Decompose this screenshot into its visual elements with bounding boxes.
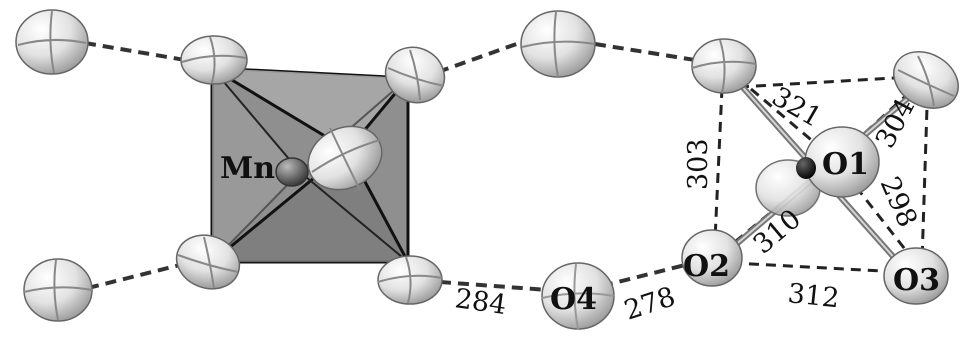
atom-ellipse-lines bbox=[521, 11, 596, 78]
atom-ellipse-lines bbox=[541, 263, 615, 330]
atom-ellipse-lines bbox=[897, 55, 955, 107]
hydrogen-bond bbox=[601, 263, 686, 288]
atom-label-o2: O2 bbox=[683, 249, 730, 284]
oxygen-atom bbox=[175, 234, 241, 290]
hydrogen-bond bbox=[87, 263, 181, 290]
atom-label-o1: O1 bbox=[822, 147, 869, 182]
hydrogen-bond bbox=[84, 41, 186, 62]
distance-label-278: 278 bbox=[621, 281, 680, 326]
hydrogen-bond bbox=[594, 42, 696, 62]
manganese-atom bbox=[275, 157, 309, 187]
o3-atom bbox=[883, 247, 949, 305]
atom-ellipse-lines bbox=[311, 127, 381, 191]
atom-ellipse-lines bbox=[17, 10, 87, 74]
mn-o-bond bbox=[299, 171, 409, 263]
contact-line bbox=[713, 87, 724, 241]
hydrogen-atom bbox=[796, 157, 816, 179]
distance-label-303: 303 bbox=[683, 138, 714, 190]
atom-label-o3: O3 bbox=[893, 263, 940, 298]
atom-label-o4: O4 bbox=[550, 282, 597, 317]
hydrogen-bond bbox=[437, 40, 523, 74]
o2-atom bbox=[681, 229, 743, 287]
atom-ellipse-lines bbox=[691, 39, 757, 94]
atom-label-mn: Mn bbox=[220, 151, 275, 186]
hydrogen-bond bbox=[439, 280, 549, 292]
distance-label-312: 312 bbox=[786, 278, 841, 314]
hydrogen-bonds bbox=[84, 40, 696, 292]
mn-o-bond bbox=[211, 67, 301, 173]
atom-ellipse-lines bbox=[181, 36, 247, 84]
water-oxygen-atom bbox=[15, 9, 89, 75]
distance-labels: 321 304 303 298 310 312 284 278 bbox=[453, 81, 923, 326]
octahedron-face-left bbox=[212, 68, 300, 262]
atom-ellipse-lines bbox=[377, 256, 443, 304]
contact-line bbox=[714, 260, 901, 274]
atom-ellipse-lines bbox=[23, 259, 93, 321]
atom-ellipse-lines bbox=[387, 49, 445, 101]
distance-label-298: 298 bbox=[874, 172, 923, 232]
distance-label-284: 284 bbox=[453, 283, 508, 321]
contact-line bbox=[920, 75, 930, 263]
oxygen-atom bbox=[384, 46, 446, 104]
atoms bbox=[15, 9, 959, 330]
water-oxygen-atom bbox=[893, 51, 959, 109]
atom-ellipse-lines bbox=[177, 236, 239, 289]
atom-labels: Mn O1 O2 O3 O4 bbox=[220, 147, 940, 317]
